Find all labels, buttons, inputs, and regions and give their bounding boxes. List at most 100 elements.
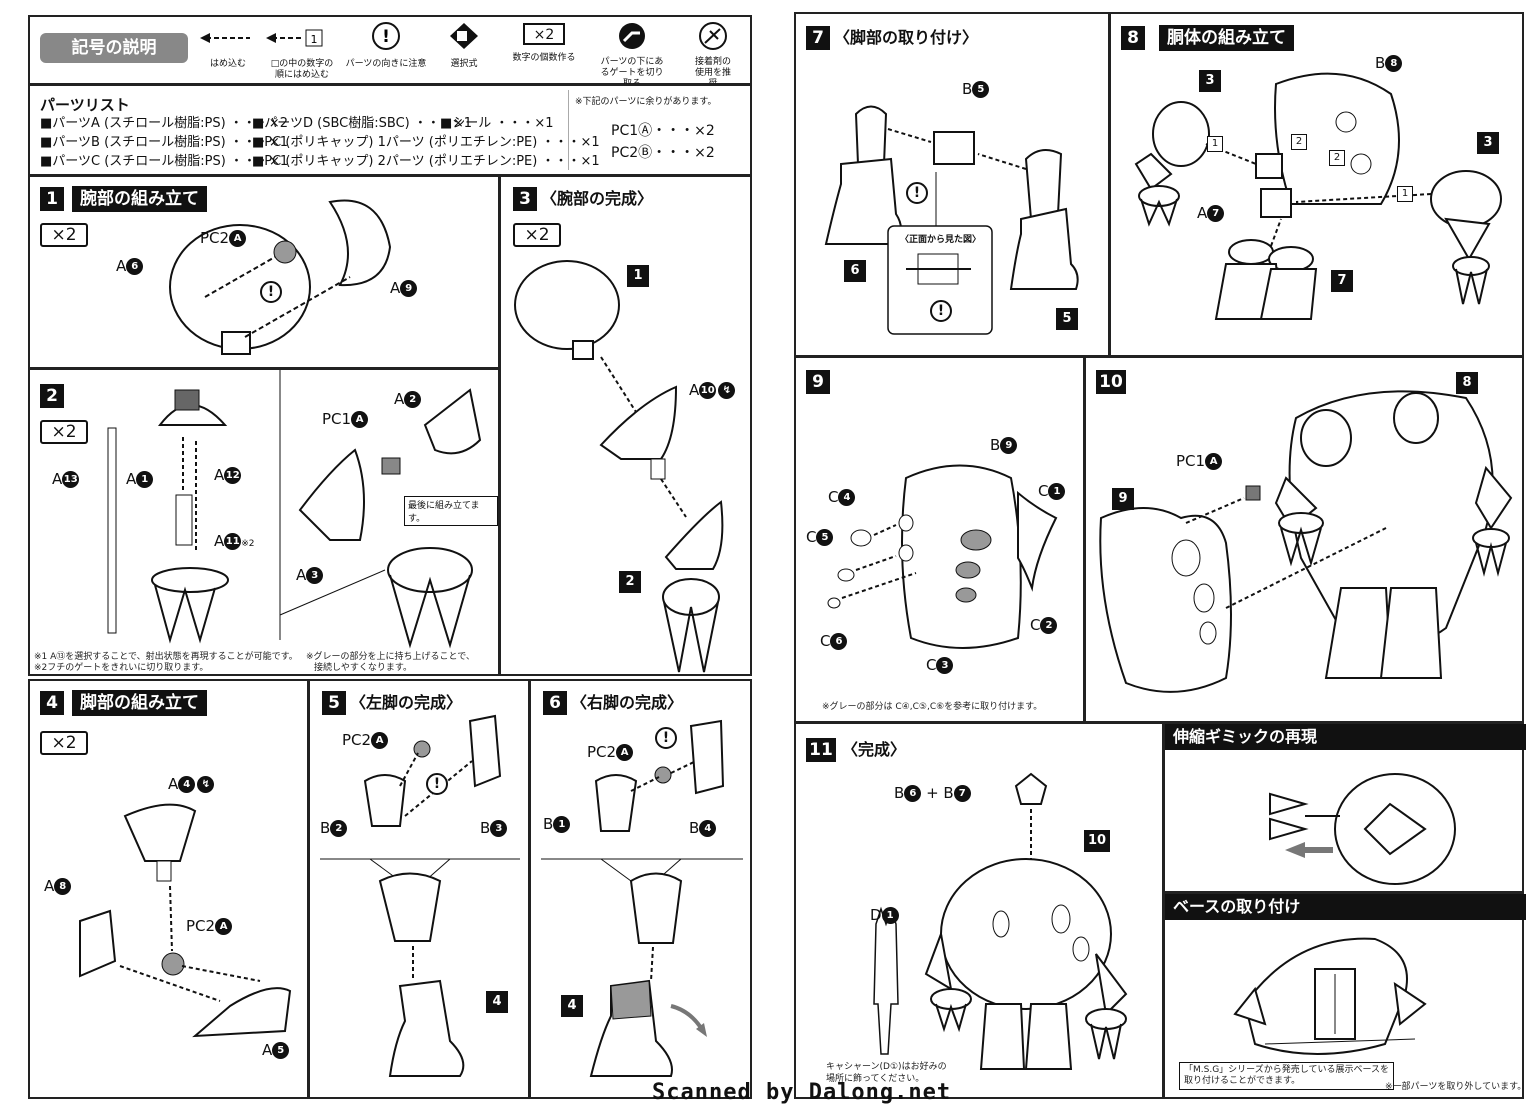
step-11-title: 〈完成〉 bbox=[842, 740, 907, 759]
spare-pc2: PC2Ⓑ・・・×2 bbox=[611, 145, 715, 161]
scan-credit: Scanned by Dalong.net bbox=[652, 1080, 952, 1105]
base-note-box: 「M.S.G」シリーズから発売している展示ベースを 取り付けることができます。 bbox=[1179, 1062, 1395, 1090]
gate-cut-icon bbox=[619, 23, 645, 49]
step-7-front-view: 〈正面から見た図〉 bbox=[900, 235, 982, 245]
step-10-tag-9: 9 bbox=[1112, 488, 1134, 510]
step-8-order-1a: 1 bbox=[1207, 136, 1223, 152]
caution-icon: ! bbox=[372, 22, 400, 50]
step-11-drawing bbox=[873, 772, 1128, 1070]
step-2-note1: ※1 A⑬を選択することで、射出状態を再現することが可能です。 bbox=[34, 652, 298, 662]
gimmick-title: 伸縮ギミックの再現 bbox=[1165, 724, 1526, 750]
step-4-count: ×2 bbox=[40, 731, 88, 755]
step-2-callout: 最後に組み立てます。 bbox=[404, 496, 498, 526]
caution-icon: ! bbox=[655, 727, 677, 749]
step-5-number: 5 bbox=[322, 691, 346, 715]
step-8-number: 8 bbox=[1121, 26, 1145, 50]
step-8-order-1b: 1 bbox=[1397, 186, 1413, 202]
step-6-title: 〈右脚の完成〉 bbox=[571, 693, 684, 712]
glue-icon bbox=[699, 22, 727, 50]
selection-icon bbox=[450, 23, 478, 49]
part-row-seal: ■シール ・・・×1 bbox=[440, 116, 554, 131]
step-11-number: 11 bbox=[806, 738, 836, 762]
part-row-b: ■パーツB (スチロール樹脂:PS) ・・・×1 bbox=[40, 135, 288, 150]
step-1-title: 腕部の組み立て bbox=[72, 186, 207, 212]
legend-insert-text: はめ込む bbox=[209, 59, 246, 69]
caution-icon: ! bbox=[906, 182, 928, 204]
step-7-drawing bbox=[824, 105, 1079, 335]
step-2-note2: ※2フチのゲートをきれいに切り取ります。 bbox=[34, 663, 209, 673]
step-11-tag-10: 10 bbox=[1084, 830, 1110, 852]
caution-icon: ! bbox=[930, 300, 952, 322]
step-3-count: ×2 bbox=[513, 223, 561, 247]
step-7-number: 7 bbox=[806, 26, 830, 50]
step-4-title: 脚部の組み立て bbox=[72, 690, 207, 716]
step-10-number: 10 bbox=[1096, 370, 1126, 394]
step-6-drawing bbox=[541, 719, 743, 1077]
step-8-title: 胴体の組み立て bbox=[1159, 25, 1294, 51]
step-7-title: 〈脚部の取り付け〉 bbox=[834, 28, 979, 47]
legend-select: 選択式 bbox=[432, 21, 496, 70]
legend-insert: はめ込む bbox=[198, 27, 258, 70]
step-5-drawing bbox=[320, 714, 520, 1077]
step-11-char-note1: キャシャーン(D①)はお好みの bbox=[826, 1062, 947, 1072]
legend-order-text: □の中の数字の順にはめ込む bbox=[270, 59, 334, 80]
legend-gate: パーツの下にあるゲートを切り取る bbox=[590, 21, 674, 90]
base-note3: ※一部パーツを取り外しています。 bbox=[1385, 1082, 1527, 1092]
legend-caution: ! パーツの向きに注意 bbox=[344, 21, 428, 70]
legend-glue: 接着剤の使用を推奨 bbox=[680, 21, 746, 90]
step-9-drawing bbox=[827, 464, 1058, 649]
step-5-tag-4: 4 bbox=[486, 991, 508, 1013]
arrow-order-icon: 1 bbox=[266, 29, 323, 47]
legend-caution-text: パーツの向きに注意 bbox=[345, 59, 427, 69]
gimmick-panel: 伸縮ギミックの再現 bbox=[1163, 722, 1526, 893]
step-3-tag-2: 2 bbox=[619, 571, 641, 593]
base-drawing bbox=[1233, 937, 1427, 1055]
svg-text:1: 1 bbox=[311, 33, 318, 46]
step-7-tag-6: 6 bbox=[844, 260, 866, 282]
step-8-tag-3b: 3 bbox=[1477, 132, 1499, 154]
step-6-number: 6 bbox=[543, 691, 567, 715]
step-2-number: 2 bbox=[40, 384, 64, 408]
parts-list-box: パーツリスト ■パーツA (スチロール樹脂:PS) ・・・×2 ■パーツB (ス… bbox=[28, 84, 752, 176]
step-3-tag-1: 1 bbox=[627, 265, 649, 287]
step-2-note4: 接続しやすくなります。 bbox=[314, 663, 413, 673]
part-row-pc2: ■PC (ポリキャップ) 2パーツ (ポリエチレン:PE) ・・・×1 bbox=[252, 154, 600, 169]
step-7-tag-5: 5 bbox=[1056, 308, 1078, 330]
parts-col1: ■パーツA (スチロール樹脂:PS) ・・・×2 ■パーツB (スチロール樹脂:… bbox=[40, 114, 288, 171]
count-icon: ×2 bbox=[523, 23, 565, 45]
base-note1: 「M.S.G」シリーズから発売している展示ベースを bbox=[1184, 1065, 1390, 1075]
spare-box: ※下記のパーツに余りがあります。 PC1Ⓐ・・・×2 PC2Ⓑ・・・×2 bbox=[568, 90, 745, 170]
part-row-d: ■パーツD (SBC樹脂:SBC) ・・・×1 bbox=[252, 116, 473, 131]
step-6-tag-4: 4 bbox=[561, 995, 583, 1017]
base-panel: ベースの取り付け 「M.S.G」シリーズから発売している展示ベースを 取り付ける… bbox=[1163, 892, 1527, 1099]
spare-pc1: PC1Ⓐ・・・×2 bbox=[611, 123, 715, 139]
caution-icon: ! bbox=[260, 281, 282, 303]
